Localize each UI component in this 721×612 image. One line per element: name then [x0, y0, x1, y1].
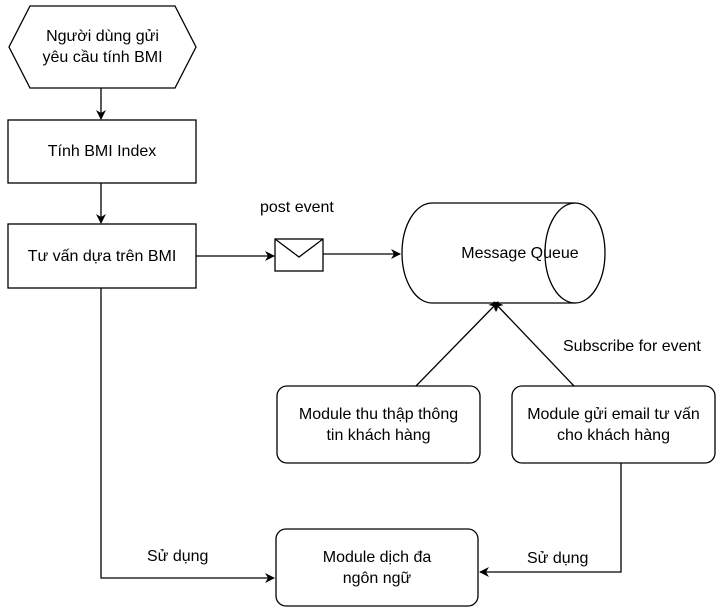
edge-collect-to-queue [415, 301, 499, 387]
translate-module-label: Module dịch đa ngôn ngữ [322, 548, 432, 587]
post-event-label: post event [260, 199, 334, 216]
calc-bmi-box [7, 119, 197, 184]
start-label: Người dùng gửi yêu cầu tính BMI [42, 28, 163, 66]
envelope-icon [274, 238, 324, 272]
advise-box [7, 223, 197, 289]
collect-module-label: Module thu thập thông tin khách hàng [298, 405, 459, 444]
start-hexagon [8, 5, 197, 89]
edge-email-to-queue [493, 301, 575, 387]
subscribe-label: Subscribe for event [563, 338, 701, 355]
email-module-label: Module gửi email tư vấn cho khách hàng [527, 405, 700, 444]
edge-email-to-translate [479, 463, 622, 577]
translate-module-box [275, 528, 479, 607]
advise-label: Tư vấn dựa trên BMI [27, 247, 177, 265]
edge-advise-to-translate [100, 288, 275, 583]
email-module-box [511, 385, 716, 464]
queue-label: Message Queue [461, 244, 579, 262]
use-right-label: Sử dụng [527, 550, 589, 567]
calc-bmi-label: Tính BMI Index [47, 143, 157, 160]
collect-module-box [276, 385, 481, 464]
use-left-label: Sử dụng [147, 548, 209, 565]
